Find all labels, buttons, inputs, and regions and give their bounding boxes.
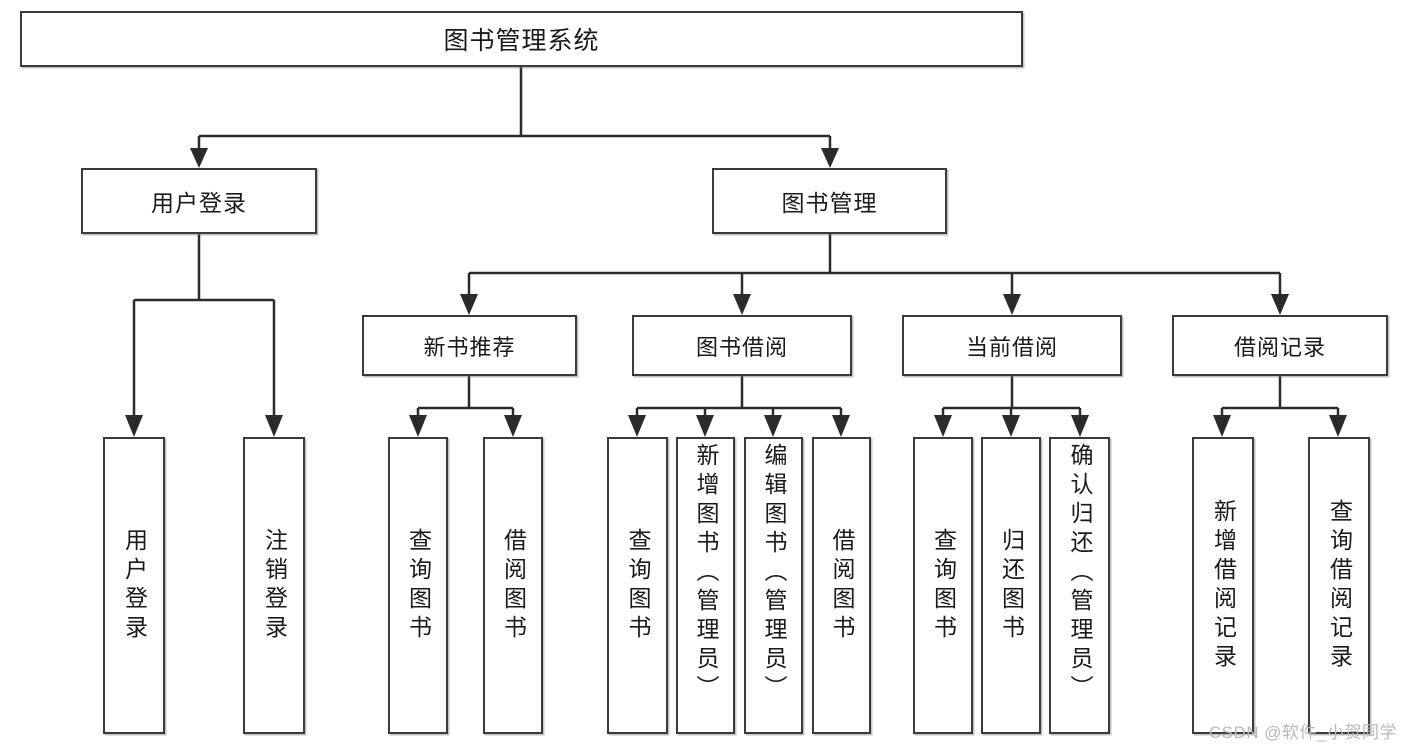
leaf-borrow-borrow-book[interactable]: 借阅图书 [812,437,871,734]
node-label: 借阅图书 [500,527,527,644]
node-label: 图书管理 [781,190,878,216]
leaf-borrow-edit-book-admin[interactable]: 编辑图书（管理员） [744,437,803,734]
node-label: 查询图书 [625,527,651,644]
node-label: 用户登录 [121,527,148,644]
node-label: 图书借阅 [695,334,788,360]
leaf-borrow-query-book[interactable]: 查询图书 [607,437,668,734]
node-label: 确认归还（管理员） [1067,443,1093,704]
node-label: 新增借阅记录 [1210,498,1237,673]
node-book-management[interactable]: 图书管理 [712,168,947,234]
node-label: 查询图书 [405,527,432,644]
node-label: 用户登录 [151,190,247,216]
node-borrow-record[interactable]: 借阅记录 [1172,315,1388,376]
node-label: 查询借阅记录 [1326,498,1353,673]
node-label: 借阅图书 [829,527,855,644]
node-root-system[interactable]: 图书管理系统 [20,11,1023,67]
node-label: 编辑图书（管理员） [761,443,787,704]
node-new-book-recommend[interactable]: 新书推荐 [362,315,577,376]
leaf-record-add-record[interactable]: 新增借阅记录 [1192,437,1254,734]
leaf-recommend-query-book[interactable]: 查询图书 [388,437,448,734]
node-current-borrow[interactable]: 当前借阅 [902,315,1122,376]
node-label: 新书推荐 [423,334,516,360]
leaf-user-login[interactable]: 用户登录 [103,437,165,734]
node-book-borrow[interactable]: 图书借阅 [632,315,852,376]
node-label: 注销登录 [261,527,288,644]
leaf-recommend-borrow-book[interactable]: 借阅图书 [483,437,543,734]
node-label: 当前借阅 [965,334,1058,360]
node-label: 新增图书（管理员） [693,443,719,704]
leaf-current-return-book[interactable]: 归还图书 [981,437,1041,734]
leaf-current-query-book[interactable]: 查询图书 [913,437,973,734]
leaf-current-confirm-return-admin[interactable]: 确认归还（管理员） [1049,437,1110,734]
node-user-login[interactable]: 用户登录 [81,168,317,234]
node-label: 查询图书 [930,527,957,644]
node-label: 图书管理系统 [443,27,600,55]
leaf-user-logout[interactable]: 注销登录 [243,437,305,734]
watermark-text: CSDN @软件_小贺同学 [1208,723,1397,742]
leaf-borrow-add-book-admin[interactable]: 新增图书（管理员） [676,437,735,734]
leaf-record-query-record[interactable]: 查询借阅记录 [1308,437,1370,734]
node-label: 借阅记录 [1233,334,1326,360]
node-label: 归还图书 [998,527,1025,644]
